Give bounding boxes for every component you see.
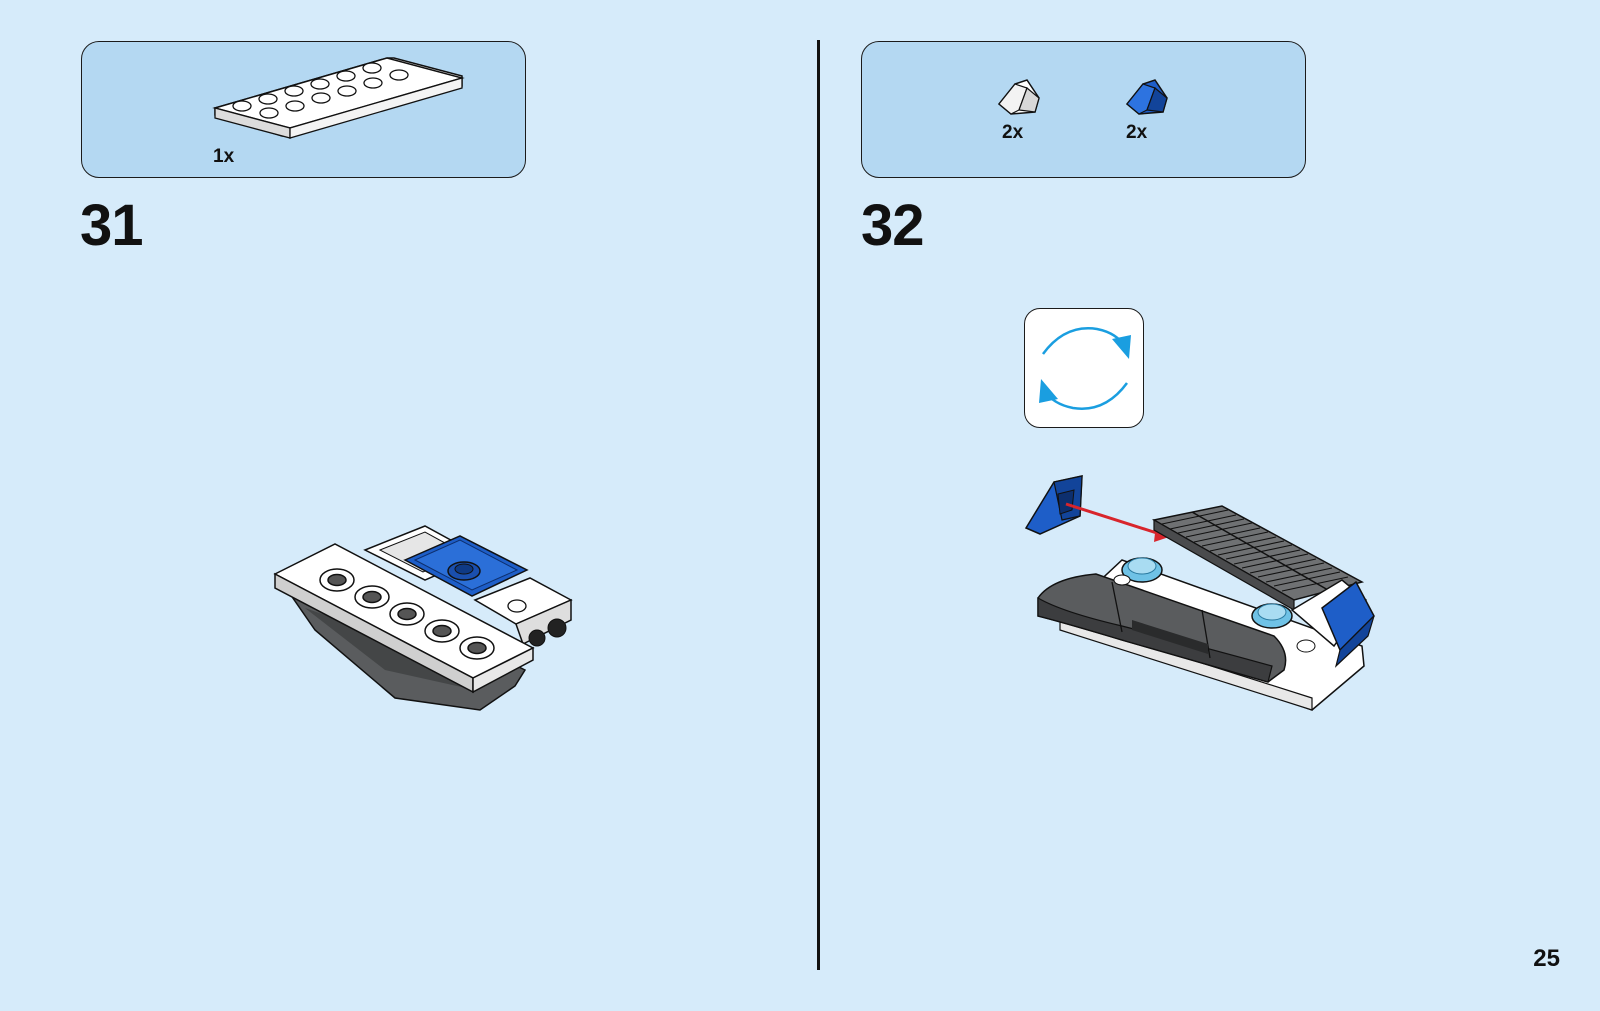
page-number: 25 <box>1533 945 1560 973</box>
parts-callout-step-31: 1x <box>81 41 526 178</box>
parts-callout-step-32: 2x 2x <box>861 41 1306 178</box>
part-quantity: 1x <box>213 146 234 168</box>
step-number-32: 32 <box>861 192 924 259</box>
plate-2x6-white-icon <box>82 42 527 179</box>
slope-white-icon <box>995 76 1045 121</box>
slope-blue-icon <box>1123 76 1173 121</box>
step-31-model-illustration <box>275 520 595 730</box>
step-number-31: 31 <box>80 192 143 259</box>
rotate-model-icon <box>1025 309 1145 429</box>
step-32-model-illustration <box>1022 470 1402 730</box>
part-quantity: 2x <box>1126 122 1147 144</box>
rotate-model-callout <box>1024 308 1144 428</box>
part-quantity: 2x <box>1002 122 1023 144</box>
page-divider <box>817 40 820 970</box>
